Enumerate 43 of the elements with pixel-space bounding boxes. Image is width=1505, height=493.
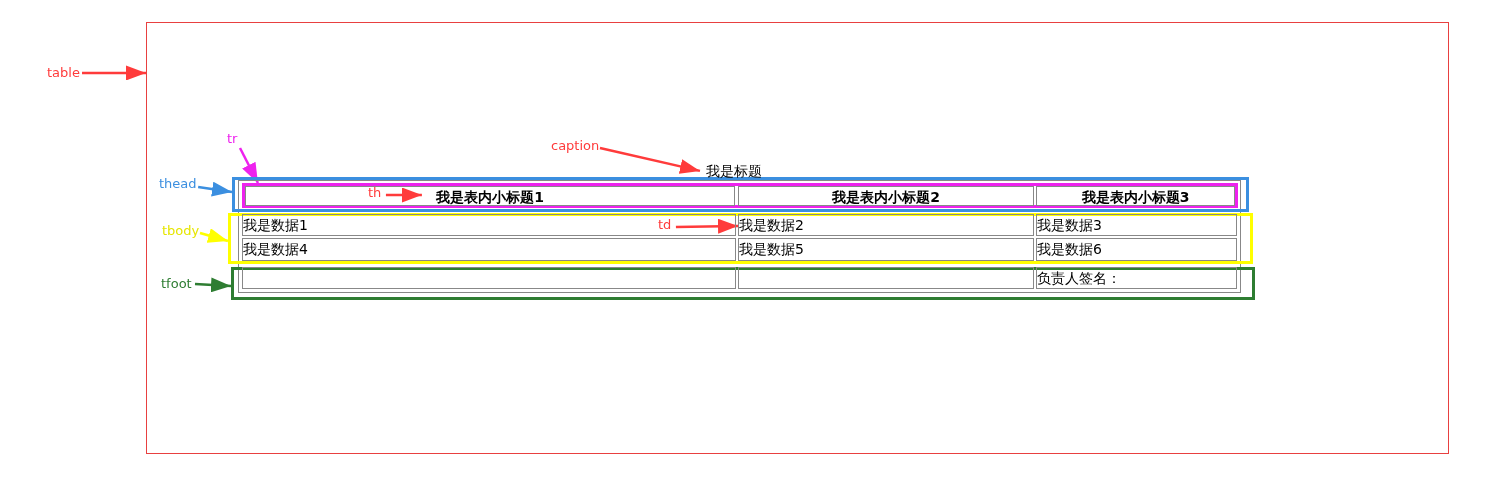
arrow xyxy=(385,187,422,203)
tfoot-frame xyxy=(231,267,1255,300)
callout-label: caption xyxy=(551,138,599,154)
arrow xyxy=(599,146,701,174)
cell-text: 我是数据1 xyxy=(243,217,308,233)
header-cell xyxy=(245,186,735,206)
empty-cell xyxy=(738,267,1034,289)
data-cell xyxy=(738,214,1034,236)
data-cell xyxy=(242,238,736,261)
caption-text: 我是标题 xyxy=(706,161,776,179)
cell-text: 负责人签名： xyxy=(1037,270,1121,286)
arrow xyxy=(194,277,232,293)
data-cell xyxy=(738,238,1034,261)
data-cell xyxy=(1036,267,1237,289)
data-cell xyxy=(1036,214,1237,236)
callout-label: td xyxy=(658,217,674,233)
callout-label: tfoot xyxy=(161,276,194,292)
arrow xyxy=(197,181,233,197)
cell-text: 我是数据6 xyxy=(1037,241,1102,257)
cell-text: 我是数据2 xyxy=(739,217,804,233)
tbody-frame xyxy=(228,213,1253,264)
thead-frame xyxy=(232,177,1249,212)
callout-label: table xyxy=(47,65,81,81)
empty-cell xyxy=(242,267,736,289)
data-cell xyxy=(1036,238,1237,261)
callout-label: tr xyxy=(227,131,240,147)
row-frame xyxy=(242,183,1238,208)
cell-text: 我是数据5 xyxy=(739,241,804,257)
arrow xyxy=(238,147,260,184)
cell-text: 我是数据4 xyxy=(243,241,308,257)
arrow xyxy=(82,65,146,81)
header-cell xyxy=(738,186,1034,206)
cell-text: 我是数据3 xyxy=(1037,217,1102,233)
header-text: 我是表内小标题1 xyxy=(436,189,544,205)
data-cell xyxy=(242,214,736,236)
callout-label: tbody xyxy=(162,223,200,239)
callout-label: thead xyxy=(159,176,197,192)
header-text: 我是表内小标题3 xyxy=(1081,189,1190,205)
table-frame xyxy=(146,22,1449,454)
header-cell xyxy=(1036,186,1235,206)
callout-label: th xyxy=(368,185,384,201)
arrow xyxy=(199,228,229,243)
header-text: 我是表内小标题2 xyxy=(832,189,940,205)
